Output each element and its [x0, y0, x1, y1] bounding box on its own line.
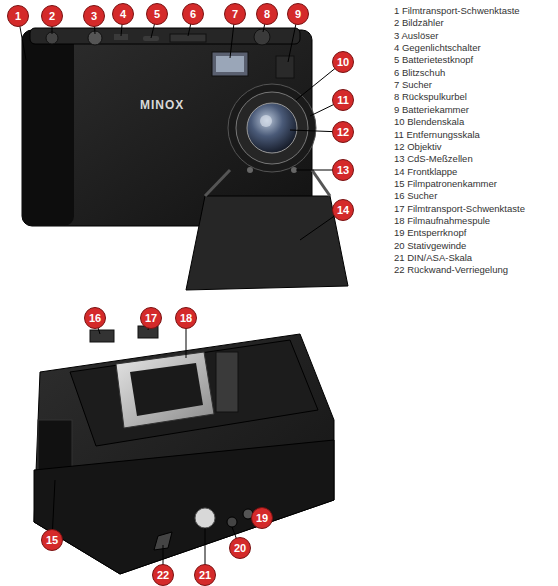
callout-number: 11: [332, 89, 354, 111]
camera-back: [34, 326, 334, 574]
callout-number: 9: [287, 3, 309, 25]
part-list-entry: 16 Sucher: [394, 190, 437, 201]
callout-number: 12: [332, 121, 354, 143]
part-list-entry: 15 Filmpatronenkammer: [394, 178, 497, 189]
callout-number: 15: [41, 529, 63, 551]
part-list-entry: 1 Filmtransport-Schwenktaste: [394, 5, 520, 16]
callout-number: 3: [83, 5, 105, 27]
part-list-entry: 12 Objektiv: [394, 141, 442, 152]
callout-number: 20: [229, 537, 251, 559]
part-list-entry: 8 Rückspulkurbel: [394, 91, 467, 102]
callout-number: 10: [332, 51, 354, 73]
callout-number: 17: [140, 307, 162, 329]
callout-number: 16: [84, 307, 106, 329]
part-list-entry: 21 DIN/ASA-Skala: [394, 252, 472, 263]
part-list-entry: 5 Batterietestknopf: [394, 54, 473, 65]
callout-number: 22: [152, 564, 174, 586]
part-list-entry: 11 Entfernungsskala: [394, 129, 480, 140]
part-list-entry: 13 CdS-Meßzellen: [394, 153, 473, 164]
leader-lines: [18, 14, 343, 240]
callout-number: 13: [332, 159, 354, 181]
callout-number: 5: [146, 3, 168, 25]
callout-number: 18: [175, 307, 197, 329]
callout-number: 14: [332, 199, 354, 221]
part-list-entry: 17 Filmtransport-Schwenktaste: [394, 203, 525, 214]
callout-number: 2: [41, 5, 63, 27]
callout-number: 19: [251, 507, 273, 529]
part-list-entry: 19 Entsperrknopf: [394, 227, 466, 238]
part-list-entry: 9 Batteriekammer: [394, 104, 469, 115]
callout-number: 7: [224, 3, 246, 25]
part-list-entry: 7 Sucher: [394, 79, 432, 90]
camera-front: [22, 28, 348, 290]
part-list-entry: 6 Blitzschuh: [394, 67, 445, 78]
callout-number: 1: [7, 5, 29, 27]
brand-name: MINOX: [140, 98, 184, 112]
part-list-entry: 2 Bildzähler: [394, 17, 444, 28]
part-list-entry: 3 Auslöser: [394, 30, 438, 41]
callout-number: 21: [194, 564, 216, 586]
part-list-entry: 10 Blendenskala: [394, 116, 464, 127]
part-list-entry: 20 Stativgewinde: [394, 240, 466, 251]
leader-lines-back: [52, 318, 262, 575]
part-list-entry: 22 Rückwand-Verriegelung: [394, 264, 508, 275]
part-list-entry: 4 Gegenlichtschalter: [394, 42, 481, 53]
callout-number: 8: [256, 3, 278, 25]
part-list-entry: 18 Filmaufnahmespule: [394, 215, 490, 226]
callout-number: 6: [182, 3, 204, 25]
callout-number: 4: [112, 3, 134, 25]
part-list-entry: 14 Frontklappe: [394, 166, 457, 177]
